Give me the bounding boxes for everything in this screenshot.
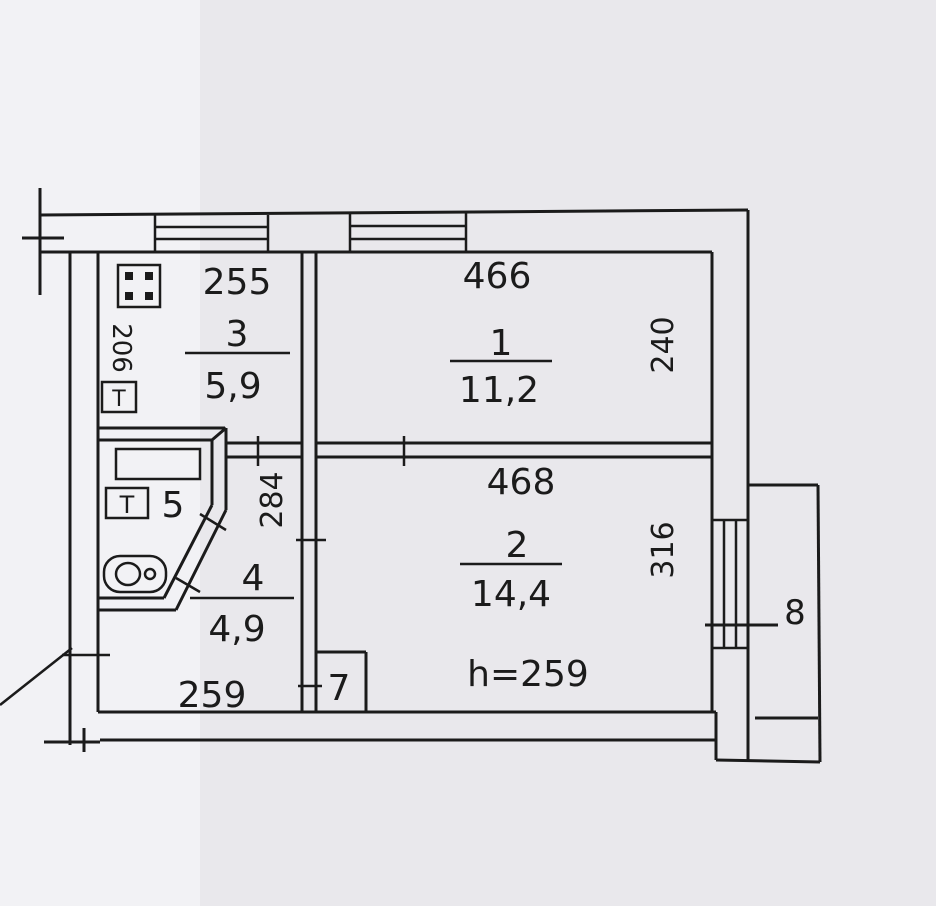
paper-highlight	[0, 0, 200, 906]
ceiling-height: h=259	[467, 654, 589, 695]
balcony-number: 8	[784, 593, 806, 633]
room4-area: 4,9	[208, 609, 265, 650]
room1-area: 11,2	[459, 370, 539, 411]
window-top-right	[348, 213, 468, 252]
room2-number: 2	[506, 525, 529, 566]
room1-depth-dimension: 240	[646, 316, 681, 373]
room1-number: 1	[490, 323, 513, 364]
room2-depth-dimension: 316	[646, 521, 681, 578]
room3-area: 5,9	[204, 366, 261, 407]
room4-number: 4	[242, 558, 265, 599]
room3-depth-dimension: 206	[106, 323, 136, 373]
kitchen-fixture-label: T	[111, 387, 126, 412]
bathtub-icon	[114, 447, 202, 481]
fraction-lines	[185, 351, 562, 600]
closet	[298, 650, 368, 712]
balcony-door	[712, 518, 748, 650]
room3-width-dimension: 255	[203, 262, 272, 303]
bathroom-fixture-label: T	[119, 491, 135, 519]
closet-number: 7	[328, 668, 351, 709]
toilet-icon: T	[104, 486, 150, 520]
hall-length-dimension: 284	[255, 471, 290, 528]
room4-width-dimension: 259	[178, 675, 247, 716]
balcony	[705, 483, 822, 763]
kitchen-fixture-icon: T	[100, 380, 138, 414]
room3-number: 3	[226, 314, 249, 355]
exterior-walls	[22, 188, 821, 764]
partitions	[0, 252, 712, 712]
bathroom-number: 5	[162, 485, 185, 526]
room2-width-dimension: 468	[487, 462, 556, 503]
window-top-left	[153, 215, 270, 252]
washbasin-icon	[102, 554, 168, 594]
stove-icon	[116, 263, 162, 309]
room1-width-dimension: 466	[463, 256, 532, 297]
room2-area: 14,4	[471, 574, 551, 615]
